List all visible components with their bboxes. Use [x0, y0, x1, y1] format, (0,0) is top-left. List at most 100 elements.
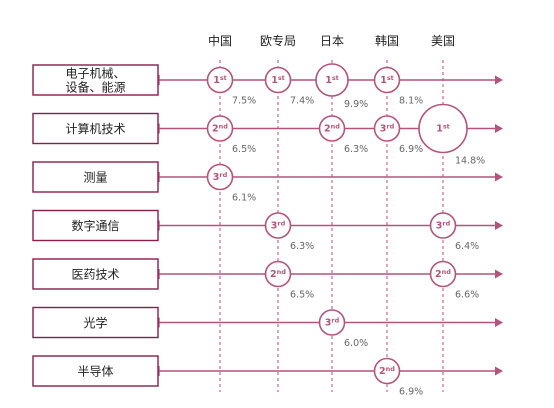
field-label: 计算机技术 [65, 121, 125, 136]
rank-number: 2 [212, 124, 219, 135]
field-label: 设备、能源 [65, 81, 125, 95]
share-percent: 14.8% [455, 156, 485, 167]
rank-label: 2nd [324, 123, 340, 135]
share-percent: 7.4% [290, 96, 314, 107]
share-percent: 6.9% [399, 387, 423, 398]
share-percent: 6.1% [232, 193, 256, 204]
rank-label: 1st [380, 74, 394, 86]
field-label-box [32, 258, 159, 290]
rank-number: 1 [271, 75, 278, 86]
rank-label: 2nd [212, 123, 228, 135]
rank-number: 2 [435, 269, 442, 280]
field-label: 光学 [83, 315, 107, 330]
field-label: 数字通信 [71, 218, 119, 233]
rank-label: 3rd [271, 220, 286, 232]
rank-circle [264, 212, 292, 239]
field-label-box [32, 161, 159, 193]
column-header: 美国 [431, 34, 455, 48]
row-arrow-icon [495, 269, 503, 279]
rank-number: 3 [271, 221, 278, 232]
rank-suffix: nd [219, 123, 229, 131]
share-percent: 9.9% [344, 99, 368, 110]
field-row: 半导体 2nd 6.9% [32, 355, 503, 398]
rank-circle [418, 103, 468, 154]
field-label: 半导体 [77, 365, 113, 379]
share-percent: 6.5% [232, 144, 256, 155]
share-percent: 6.6% [455, 290, 479, 301]
rank-label: 3rd [325, 317, 340, 329]
rank-suffix: rd [442, 220, 450, 228]
rank-label: 3rd [436, 220, 451, 232]
row-arrow-icon [495, 318, 503, 327]
rank-bubble: 2nd 6.3% [318, 115, 368, 155]
rank-circle [429, 212, 457, 239]
rank-circle [373, 357, 401, 385]
rank-bubble: 2nd 6.6% [429, 260, 479, 301]
share-percent: 6.3% [344, 144, 368, 155]
rank-suffix: rd [219, 171, 227, 179]
share-percent: 6.3% [290, 241, 314, 252]
share-percent: 7.5% [232, 96, 256, 107]
rank-number: 2 [379, 366, 386, 377]
rank-bubble: 1st 9.9% [315, 63, 368, 110]
rank-suffix: rd [331, 317, 339, 325]
rank-label: 1st [325, 74, 339, 86]
rank-label: 2nd [435, 268, 451, 280]
rank-circle [318, 115, 346, 142]
column-header: 韩国 [375, 33, 399, 48]
rank-suffix: nd [277, 268, 287, 276]
rank-bubble: 2nd 6.9% [373, 357, 423, 398]
row-arrow-icon [495, 75, 503, 85]
rank-number: 1 [436, 124, 443, 135]
rank-number: 2 [270, 269, 277, 280]
rank-number: 1 [213, 75, 220, 86]
field-row: 测量 3rd 6.1% [32, 161, 503, 204]
field-label: 测量 [83, 171, 107, 185]
rank-suffix: st [387, 74, 394, 82]
rank-bubble: 1st 8.1% [373, 66, 423, 107]
rank-circle [206, 66, 234, 94]
rank-suffix: nd [331, 123, 341, 131]
rank-bubble: 3rd 6.1% [206, 163, 256, 204]
share-percent: 8.1% [399, 96, 423, 107]
rank-bubble: 1st 14.8% [418, 103, 485, 167]
rank-number: 1 [380, 75, 387, 86]
rank-label: 1st [213, 74, 227, 86]
rank-circle [264, 260, 292, 288]
row-arrow-icon [495, 366, 503, 376]
field-label-box [32, 64, 159, 96]
rank-suffix: st [443, 123, 450, 131]
row-arrow-icon [495, 124, 503, 133]
field-label-box [32, 112, 159, 145]
rank-suffix: st [278, 74, 285, 82]
rank-bubble: 1st 7.5% [206, 66, 256, 107]
rank-number: 3 [380, 124, 387, 135]
rank-bubble: 3rd 6.3% [264, 212, 314, 252]
rank-suffix: nd [442, 268, 452, 276]
field-label: 电子机械、 [65, 66, 125, 81]
rank-circle [429, 260, 457, 288]
rank-label: 2nd [270, 268, 286, 280]
rank-suffix: st [332, 74, 339, 82]
rank-number: 1 [325, 75, 332, 86]
field-label-box [32, 306, 159, 339]
share-percent: 6.4% [455, 241, 479, 252]
share-percent: 6.5% [290, 290, 314, 301]
column-header: 欧专局 [260, 33, 296, 48]
row-arrow-icon [495, 221, 503, 230]
rank-circle [318, 309, 346, 336]
rank-number: 3 [325, 318, 332, 329]
rank-label: 2nd [379, 365, 395, 377]
rank-circle [373, 66, 401, 94]
rank-bubble: 3rd 6.4% [429, 212, 479, 252]
rank-circle [315, 63, 349, 97]
rank-label: 3rd [213, 171, 228, 183]
